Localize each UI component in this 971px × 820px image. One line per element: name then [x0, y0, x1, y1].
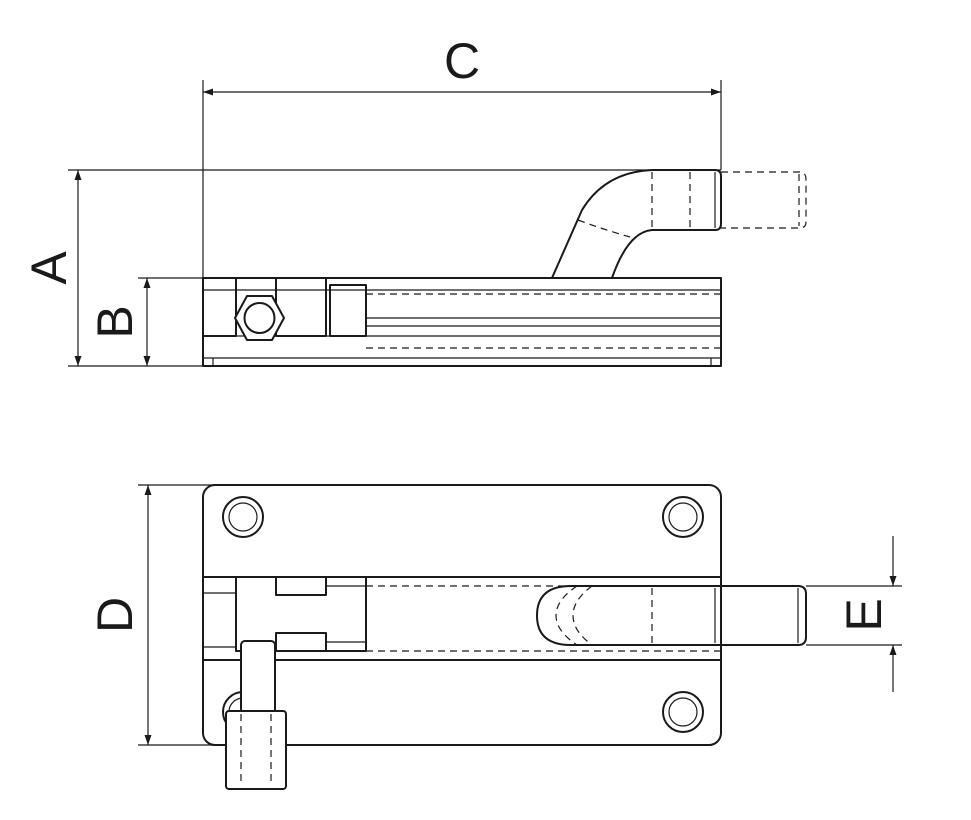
handle-shaft	[240, 640, 276, 714]
guide-tab-bottom	[275, 632, 327, 652]
guide-block-right	[329, 284, 367, 337]
front-view	[202, 484, 807, 790]
hex-nut-icon	[234, 295, 285, 341]
handle-grip	[225, 710, 287, 790]
guide-tab-top	[275, 576, 327, 596]
bolt-knob	[536, 585, 722, 646]
dimension-label-c: C	[444, 33, 480, 89]
dimension-a: A	[21, 169, 721, 367]
nut-bore	[243, 302, 276, 334]
dimension-c: C	[202, 33, 722, 278]
bolt-handle	[551, 169, 722, 279]
dimension-d: D	[87, 484, 215, 746]
dimension-label-e: E	[836, 598, 892, 631]
guide-block-left	[202, 277, 237, 337]
dimension-label-d: D	[87, 597, 143, 633]
extended-bolt-phantom	[721, 171, 807, 229]
dimension-label-b: B	[87, 305, 143, 338]
guide-block-middle	[275, 277, 327, 337]
bolt-tip	[720, 585, 807, 646]
screw-hole-icon	[662, 496, 704, 538]
side-view	[202, 169, 807, 367]
dimension-e: E	[806, 536, 902, 692]
screw-hole-icon	[222, 496, 264, 538]
dimension-b: B	[87, 277, 203, 366]
dimension-label-a: A	[21, 251, 77, 285]
screw-hole-icon	[662, 691, 704, 733]
